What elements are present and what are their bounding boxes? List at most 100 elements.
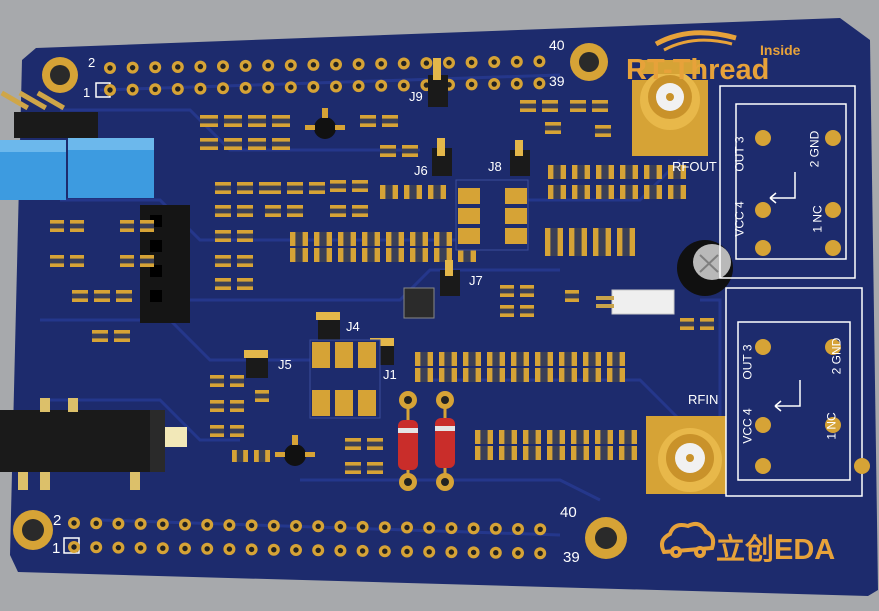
smd-part xyxy=(644,185,662,199)
pin-label-top-39: 39 xyxy=(549,73,565,89)
smd-part xyxy=(345,438,361,450)
smd-part xyxy=(520,285,534,297)
module-top-vcc4: VCC 4 xyxy=(732,201,747,237)
smd-part xyxy=(215,182,231,194)
smd-part xyxy=(458,248,476,262)
smd-part xyxy=(499,430,517,444)
ref-j1: J1 xyxy=(383,367,397,382)
smd-part xyxy=(548,165,566,179)
smd-part xyxy=(434,232,452,246)
rt-thread-inside-text: Inside xyxy=(760,42,801,58)
smd-part xyxy=(382,115,398,127)
smd-part xyxy=(200,138,218,150)
ref-j7: J7 xyxy=(469,273,483,288)
smd-part xyxy=(439,368,457,382)
smd-part xyxy=(500,285,514,297)
dc-barrel-jack xyxy=(0,398,187,490)
pin-label-top-1: 1 xyxy=(83,85,91,100)
smd-part xyxy=(535,352,553,366)
ref-j4: J4 xyxy=(346,319,360,334)
smd-part xyxy=(237,278,253,290)
smd-part xyxy=(547,446,565,460)
pin-label-top-2: 2 xyxy=(88,55,96,70)
smd-part xyxy=(120,220,134,232)
smd-part xyxy=(428,185,446,199)
smd-part xyxy=(215,278,231,290)
smd-components xyxy=(50,100,714,474)
module-bottom-out3: OUT 3 xyxy=(740,344,755,380)
rf-module-footprint-top xyxy=(719,85,856,279)
bottom-header-pads xyxy=(68,517,547,560)
smd-part xyxy=(668,185,686,199)
smd-part xyxy=(593,228,611,242)
smd-part xyxy=(535,368,553,382)
smd-part xyxy=(542,100,558,112)
jumper-headers xyxy=(244,58,530,378)
smd-part xyxy=(571,446,589,460)
smd-part xyxy=(94,290,110,302)
ref-j5: J5 xyxy=(278,357,292,372)
smd-part xyxy=(595,446,613,460)
smd-part xyxy=(200,115,218,127)
smd-part xyxy=(620,185,638,199)
axial-diodes xyxy=(398,391,455,491)
smd-part xyxy=(595,430,613,444)
rt-thread-logo-text: RT-Thread xyxy=(626,54,770,86)
smd-part xyxy=(72,290,88,302)
smd-part xyxy=(215,230,231,242)
mounting-holes xyxy=(13,43,627,559)
ref-rfin: RFIN xyxy=(688,392,719,407)
smd-part xyxy=(571,430,589,444)
smd-part xyxy=(254,450,270,462)
sot-transistors xyxy=(275,108,345,466)
smd-part xyxy=(210,425,224,437)
smd-part xyxy=(309,182,325,194)
smd-part xyxy=(92,330,108,342)
smd-part xyxy=(248,115,266,127)
ref-j9: J9 xyxy=(409,89,423,104)
module-top-nc1: 1 NC xyxy=(810,205,825,233)
smd-part xyxy=(439,352,457,366)
smd-part xyxy=(140,220,154,232)
smd-part xyxy=(386,232,404,246)
smd-part xyxy=(230,375,244,387)
module-top-gnd2: 2 GND xyxy=(807,130,822,168)
smd-part xyxy=(511,352,529,366)
smd-part xyxy=(415,368,433,382)
smd-part xyxy=(360,115,376,127)
smd-part xyxy=(700,318,714,330)
smd-part xyxy=(386,248,404,262)
smd-part xyxy=(583,368,601,382)
smd-part xyxy=(352,180,368,192)
smd-part xyxy=(520,305,534,317)
smd-part xyxy=(380,145,396,157)
smd-part xyxy=(224,138,242,150)
top-header-pads xyxy=(104,55,546,96)
smd-part xyxy=(232,450,248,462)
smd-part xyxy=(330,180,346,192)
lceda-logo-text: 立创EDA xyxy=(716,534,836,566)
smd-part xyxy=(116,290,132,302)
smd-part xyxy=(559,368,577,382)
smd-part xyxy=(230,400,244,412)
smd-part xyxy=(215,255,231,267)
smd-part xyxy=(402,145,418,157)
pin-label-bottom-40: 40 xyxy=(560,504,577,521)
smd-part xyxy=(569,242,587,256)
module-bottom-nc1: 1 NC xyxy=(824,412,839,440)
smd-part xyxy=(607,368,625,382)
smd-part xyxy=(120,255,134,267)
smd-part xyxy=(362,232,380,246)
smd-part xyxy=(592,100,608,112)
smd-part xyxy=(545,242,563,256)
ref-j6: J6 xyxy=(414,163,428,178)
smd-part xyxy=(114,330,130,342)
smd-part xyxy=(596,165,614,179)
smd-part xyxy=(50,220,64,232)
smd-part xyxy=(290,232,308,246)
rfin-sma-connector xyxy=(646,416,726,494)
rfout-sma-connector xyxy=(632,60,708,156)
smd-part xyxy=(210,375,224,387)
